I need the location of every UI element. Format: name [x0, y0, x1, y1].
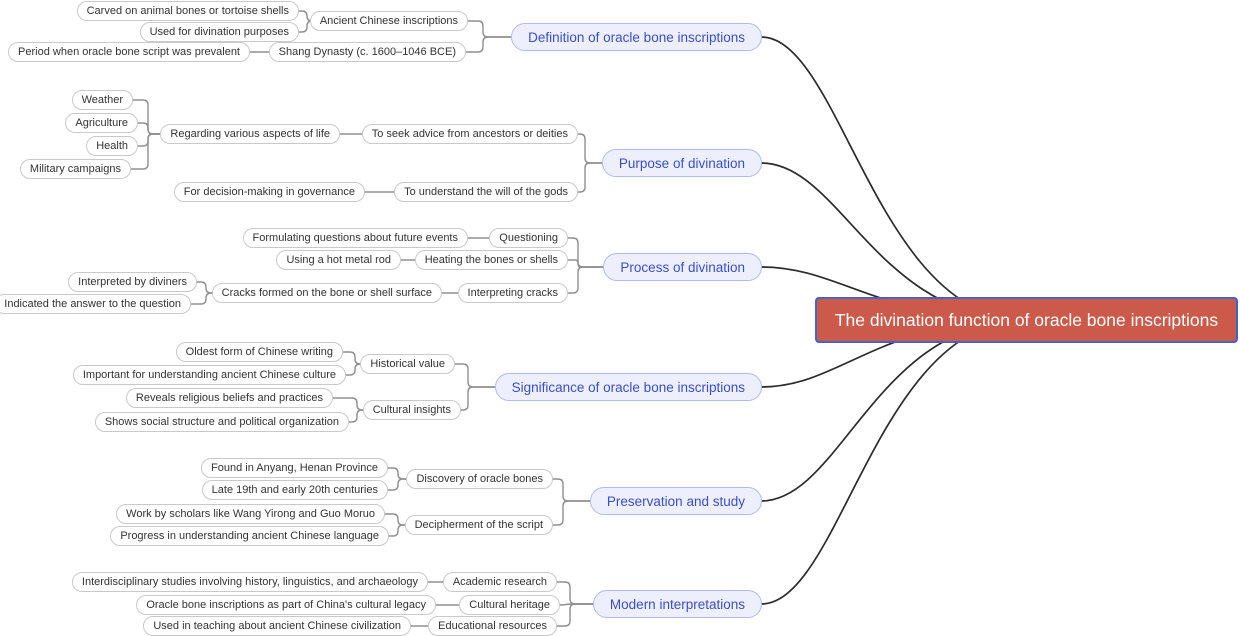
sub-node-seek-advice[interactable]: To seek advice from ancestors or deities [361, 124, 578, 144]
sub-node-hot-metal-rod[interactable]: Using a hot metal rod [276, 250, 401, 270]
topic-node-purpose[interactable]: Purpose of divination [601, 149, 762, 177]
sub-node-aspects-of-life[interactable]: Regarding various aspects of life [160, 124, 340, 144]
sub-node-religious-beliefs[interactable]: Reveals religious beliefs and practices [125, 388, 333, 408]
sub-node-carved-bones[interactable]: Carved on animal bones or tortoise shell… [76, 1, 299, 21]
sub-node-interpreted-diviners[interactable]: Interpreted by diviners [68, 272, 197, 292]
sub-node-academic-research[interactable]: Academic research [442, 572, 557, 592]
sub-node-questioning[interactable]: Questioning [489, 228, 568, 248]
root-node[interactable]: The divination function of oracle bone i… [815, 297, 1238, 343]
sub-node-teaching[interactable]: Used in teaching about ancient Chinese c… [143, 616, 411, 636]
topic-node-process[interactable]: Process of divination [603, 253, 762, 281]
sub-node-scholars-work[interactable]: Work by scholars like Wang Yirong and Gu… [116, 504, 385, 524]
sub-node-health[interactable]: Health [86, 136, 138, 156]
sub-node-social-structure[interactable]: Shows social structure and political org… [94, 412, 349, 432]
topic-node-significance[interactable]: Significance of oracle bone inscriptions [494, 373, 762, 401]
sub-node-will-of-gods[interactable]: To understand the will of the gods [394, 182, 578, 202]
sub-node-military-campaigns[interactable]: Military campaigns [19, 159, 131, 179]
sub-node-decision-making[interactable]: For decision-making in governance [173, 182, 365, 202]
sub-node-shang-dynasty[interactable]: Shang Dynasty (c. 1600–1046 BCE) [268, 42, 466, 62]
sub-node-agriculture[interactable]: Agriculture [65, 113, 138, 133]
sub-node-cracks-formed[interactable]: Cracks formed on the bone or shell surfa… [211, 283, 442, 303]
sub-node-progress-language[interactable]: Progress in understanding ancient Chines… [110, 526, 389, 546]
sub-node-cultural-legacy[interactable]: Oracle bone inscriptions as part of Chin… [136, 595, 436, 615]
sub-node-cultural-heritage[interactable]: Cultural heritage [459, 595, 560, 615]
topic-node-definition[interactable]: Definition of oracle bone inscriptions [511, 23, 762, 51]
sub-node-heating-bones[interactable]: Heating the bones or shells [414, 250, 568, 270]
sub-node-found-anyang[interactable]: Found in Anyang, Henan Province [201, 458, 388, 478]
sub-node-historical-value[interactable]: Historical value [360, 354, 455, 374]
sub-node-interdisciplinary[interactable]: Interdisciplinary studies involving hist… [71, 572, 428, 592]
sub-node-ancient-inscriptions[interactable]: Ancient Chinese inscriptions [309, 11, 468, 31]
sub-node-formulating-questions[interactable]: Formulating questions about future event… [242, 228, 468, 248]
sub-node-late-19th[interactable]: Late 19th and early 20th centuries [201, 480, 388, 500]
sub-node-used-divination[interactable]: Used for divination purposes [139, 22, 299, 42]
sub-node-interpreting-cracks[interactable]: Interpreting cracks [457, 283, 568, 303]
sub-node-weather[interactable]: Weather [71, 90, 133, 110]
sub-node-oldest-writing[interactable]: Oldest form of Chinese writing [175, 342, 343, 362]
sub-node-period-prevalent[interactable]: Period when oracle bone script was preva… [8, 42, 250, 62]
sub-node-cultural-insights[interactable]: Cultural insights [362, 400, 461, 420]
topic-node-modern[interactable]: Modern interpretations [592, 590, 762, 618]
sub-node-discovery-bones[interactable]: Discovery of oracle bones [406, 469, 553, 489]
topic-node-preservation[interactable]: Preservation and study [589, 487, 762, 515]
sub-node-indicated-answer[interactable]: Indicated the answer to the question [0, 294, 191, 314]
sub-node-decipherment[interactable]: Decipherment of the script [404, 515, 553, 535]
sub-node-important-culture[interactable]: Important for understanding ancient Chin… [72, 365, 346, 385]
sub-node-educational-resources[interactable]: Educational resources [428, 616, 557, 636]
